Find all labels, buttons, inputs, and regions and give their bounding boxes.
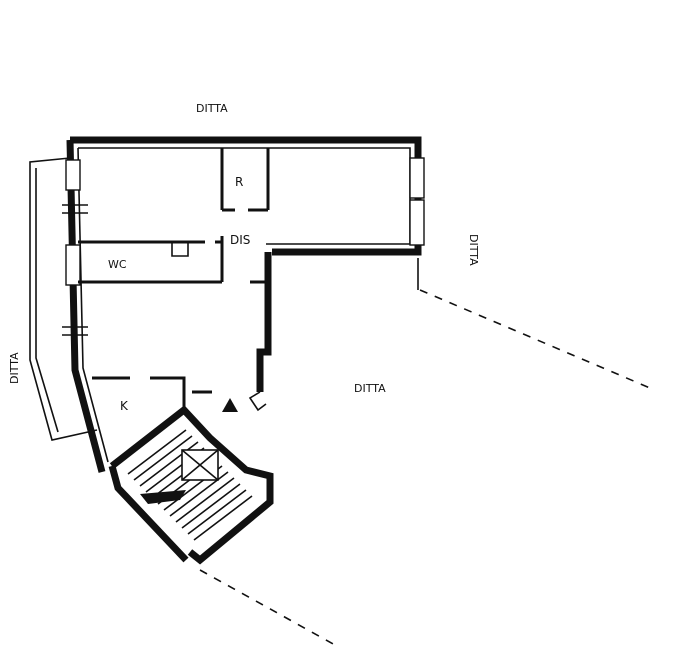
neighbor-label-top: DITTA xyxy=(196,102,228,115)
entrance-triangle-icon xyxy=(222,398,238,412)
left-balcony xyxy=(29,157,98,441)
room-label-k: K xyxy=(120,399,129,413)
room-r xyxy=(220,148,270,212)
neighbor-label-left: DITTA xyxy=(8,352,21,384)
left-windows xyxy=(62,159,88,336)
staircase xyxy=(108,405,274,565)
room-label-wc: WC xyxy=(108,258,127,271)
room-label-r: R xyxy=(235,175,243,189)
room-wc xyxy=(78,236,268,284)
boundary-lines xyxy=(199,258,651,646)
entrance-door xyxy=(248,391,267,412)
neighbor-label-right: DITTA xyxy=(467,234,480,266)
room-label-dis: DIS xyxy=(230,233,250,247)
outer-walls xyxy=(66,136,422,473)
right-windows xyxy=(409,157,425,246)
neighbor-label-bottom-right: DITTA xyxy=(354,382,386,395)
